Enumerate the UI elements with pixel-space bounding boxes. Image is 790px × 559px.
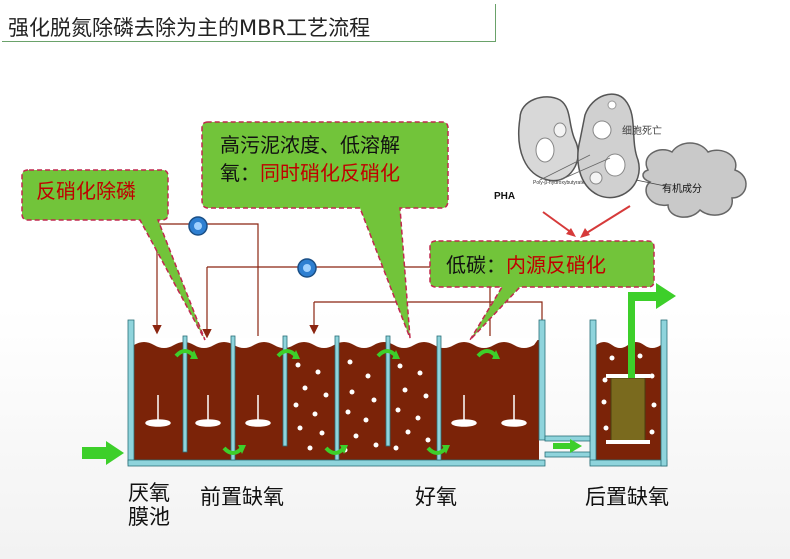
membrane-module [606,374,650,444]
zone-label-anaerobic-line1: 厌氧 [128,481,170,505]
callout-2-red: 同时硝化反硝化 [260,161,400,185]
organic-pointer [635,179,666,187]
zone-label-post-anoxic: 后置缺氧 [585,485,669,509]
tank-walls [127,319,668,467]
pump-2 [297,258,317,278]
zone-label-pre-anoxic: 前置缺氧 [200,485,284,509]
aeration-bubbles [293,353,657,453]
svg-text:低碳：内源反硝化: 低碳：内源反硝化 [446,253,606,277]
pump-1 [188,216,208,236]
cell-micrograph [518,93,640,199]
callout-endogenous: 低碳：内源反硝化 [429,240,655,341]
inlet-arrow [82,441,124,465]
page-title: 强化脱氮除磷去除为主的MBR工艺流程 [8,16,371,40]
pha-label: PHA [494,191,515,202]
zone-label-aerobic: 好氧 [415,485,457,509]
red-arrow-1 [542,211,573,234]
organic-label: 有机成分 [662,182,702,195]
pha-small-label: Poly-β-hydroxybutyrate [533,180,585,186]
callout-1-text: 反硝化除磷 [36,179,136,203]
callout-sdn: 高污泥浓度、低溶解 氧：同时硝化反硝化 [201,121,449,339]
red-arrow-2 [584,205,631,235]
transfer-arrow [553,439,582,453]
svg-text:氧：同时硝化反硝化: 氧：同时硝化反硝化 [220,161,400,185]
callout-2-line1: 高污泥浓度、低溶解 [220,133,400,157]
callout-3-prefix: 低碳： [446,253,506,277]
callout-2-prefix: 氧： [220,161,260,185]
callout-denitrifying-p-removal: 反硝化除磷 [21,169,206,341]
title-box: 强化脱氮除磷去除为主的MBR工艺流程 [2,4,496,42]
cell-death-label: 细胞死亡 [622,124,662,137]
outlet-arrow [628,283,676,378]
mixers [145,395,527,427]
zone-label-anaerobic: 厌氧 膜池 [128,481,170,529]
callout-3-red: 内源反硝化 [506,253,606,277]
organic-cloud [642,142,747,218]
zone-label-anaerobic-line2: 膜池 [128,505,170,529]
